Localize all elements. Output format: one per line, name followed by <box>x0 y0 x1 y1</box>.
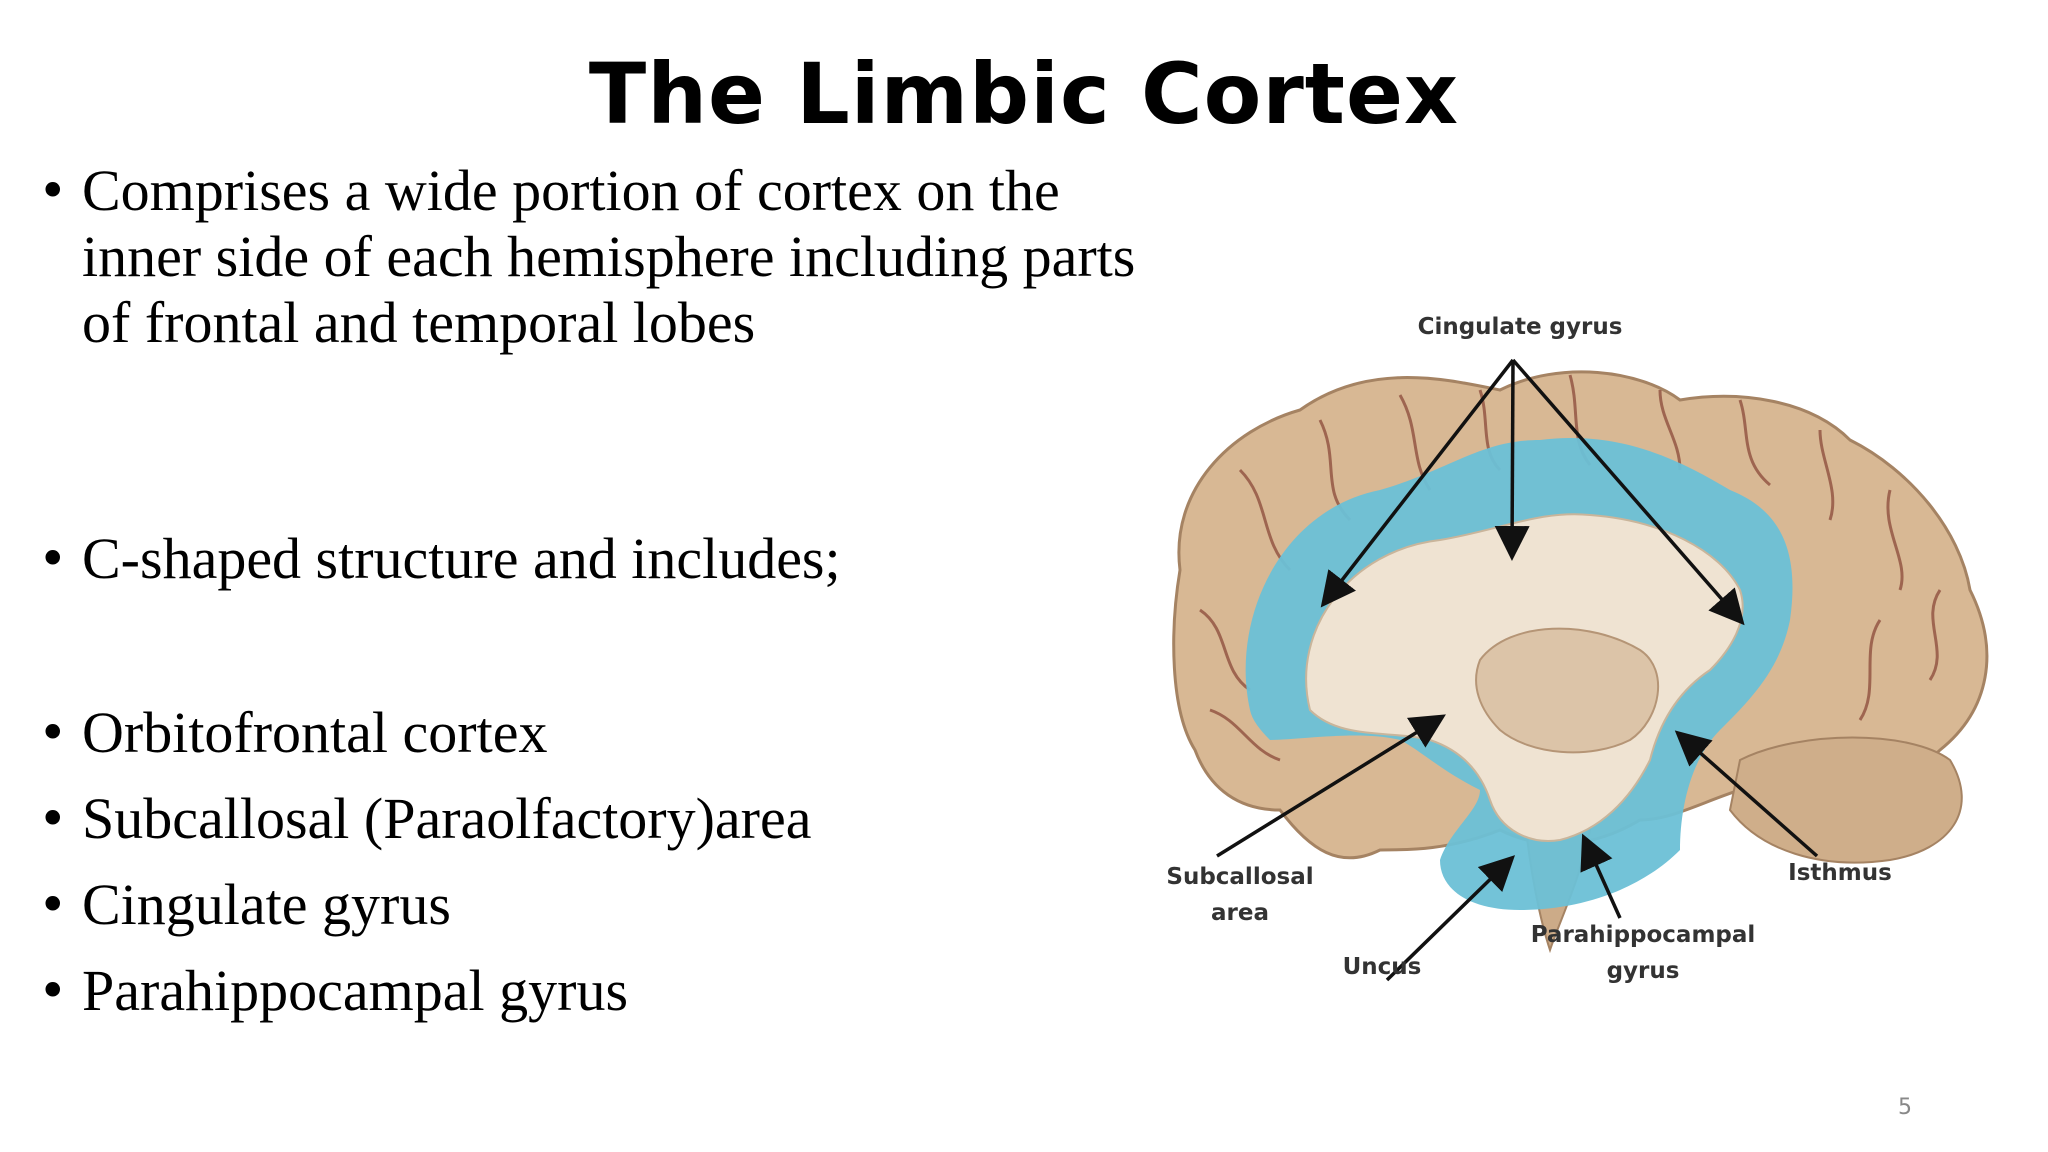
label-subcallosal-area-line1: Subcallosal <box>1166 864 1313 890</box>
label-parahippocampal-gyrus-line2: gyrus <box>1607 958 1680 984</box>
bullet-item: • C-shaped structure and includes; <box>38 526 1158 592</box>
bullet-item: • Parahippocampal gyrus <box>38 958 1158 1024</box>
bullet-item: • Orbitofrontal cortex <box>38 700 1158 766</box>
bullet-text: C-shaped structure and includes; <box>82 526 841 591</box>
sulci-pattern <box>1199 374 1942 762</box>
annotation-arrows <box>1216 358 1819 982</box>
bullet-text: Orbitofrontal cortex <box>82 700 548 765</box>
cerebellum-shape <box>1728 736 1963 864</box>
label-parahippocampal-gyrus-line1: Parahippocampal <box>1531 922 1756 948</box>
bullet-text: Parahippocampal gyrus <box>82 958 629 1023</box>
label-isthmus: Isthmus <box>1788 860 1892 886</box>
bullet-text: Cingulate gyrus <box>82 872 451 937</box>
bullet-marker: • <box>38 962 68 1020</box>
bullet-item: • Subcallosal (Paraolfactory)area <box>38 786 1158 852</box>
slide-title: The Limbic Cortex <box>588 45 1460 143</box>
bullet-marker: • <box>38 530 68 588</box>
bullet-text: Subcallosal (Paraolfactory)area <box>82 786 812 851</box>
bullet-marker: • <box>38 876 68 934</box>
page-number: 5 <box>1898 1095 1912 1120</box>
label-cingulate-gyrus: Cingulate gyrus <box>1418 314 1623 340</box>
bullet-marker: • <box>38 704 68 762</box>
bullet-marker: • <box>38 790 68 848</box>
label-uncus: Uncus <box>1343 954 1422 980</box>
thalamus-shape <box>1475 627 1660 754</box>
bullet-marker: • <box>38 162 68 220</box>
bullet-item: • Cingulate gyrus <box>38 872 1158 938</box>
label-subcallosal-area-line2: area <box>1211 900 1269 926</box>
bullet-item: • Comprises a wide portion of cortex on … <box>38 158 1158 356</box>
brain-figure: Cingulate gyrus Subcallosal area Uncus P… <box>1166 314 1989 984</box>
bullet-text: Comprises a wide portion of cortex on th… <box>82 158 1136 355</box>
